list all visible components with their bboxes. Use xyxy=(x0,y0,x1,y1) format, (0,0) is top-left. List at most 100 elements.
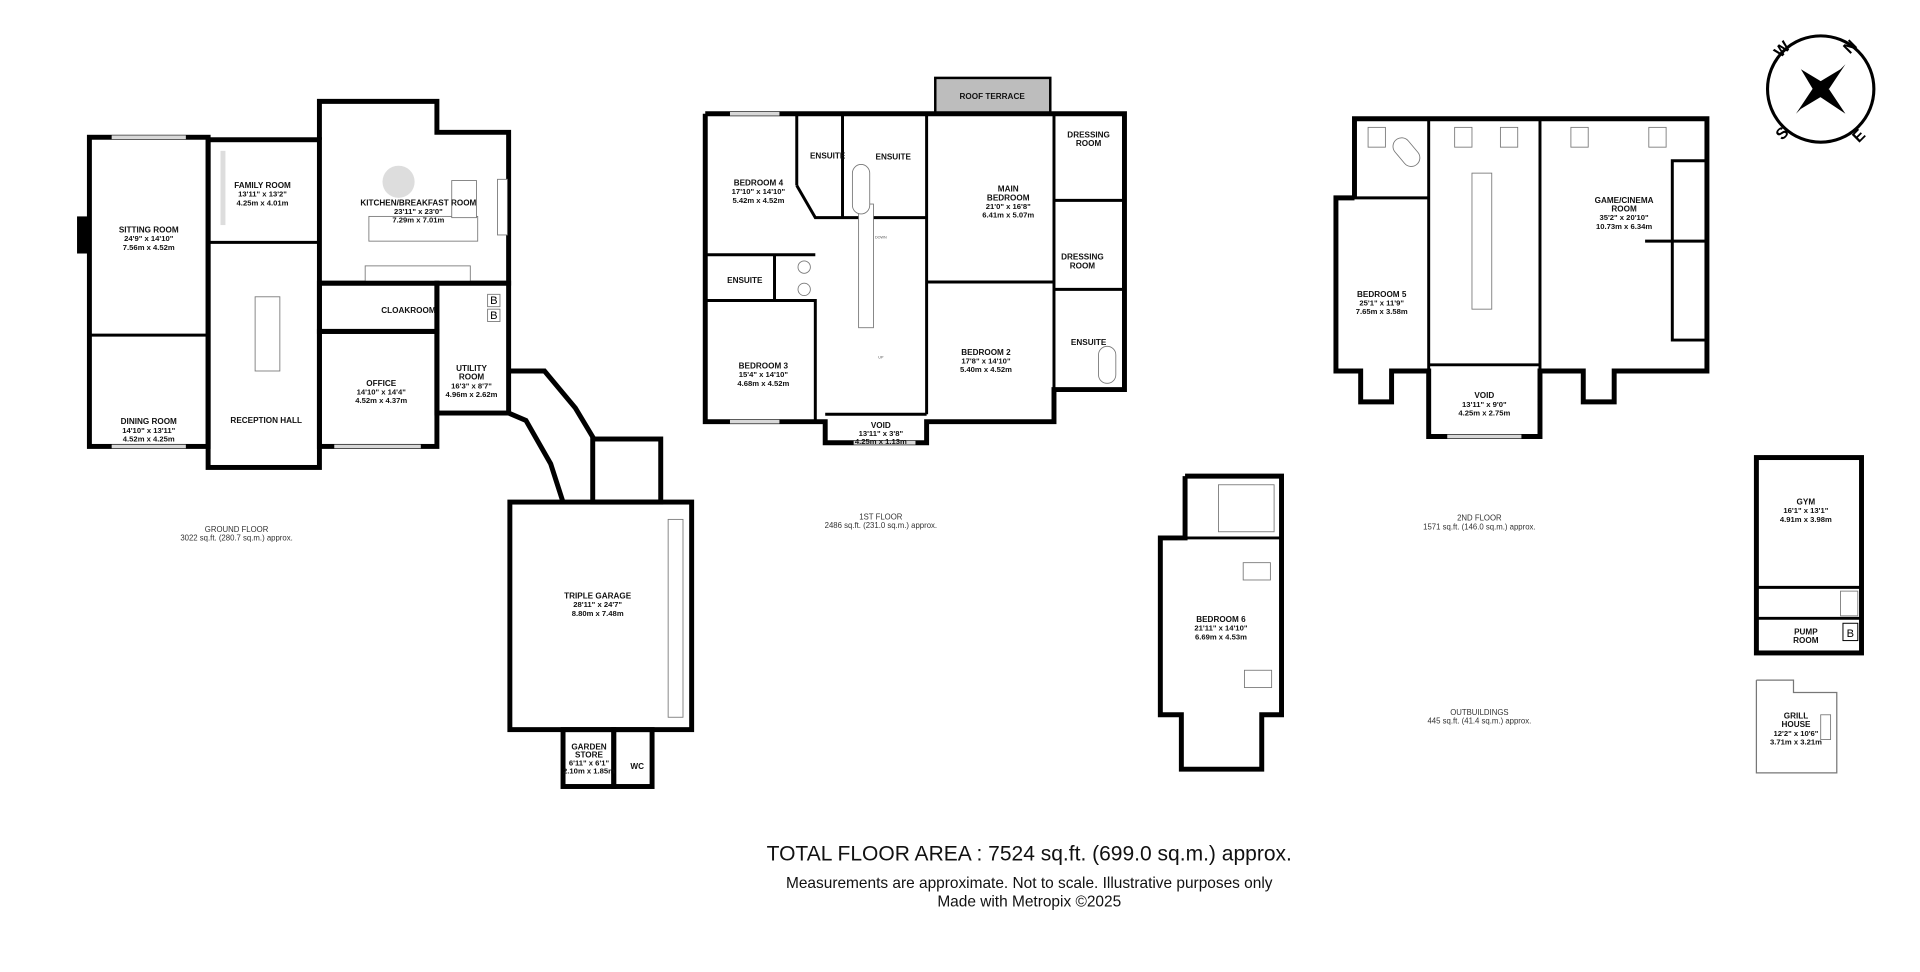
bath-icon xyxy=(851,164,871,215)
skylight-icon xyxy=(1243,669,1273,689)
room-name: FAMILY ROOM xyxy=(234,181,291,190)
room-imperial: 25'1" x 11'9" xyxy=(1359,298,1404,307)
room-imperial: 13'11" x 13'2" xyxy=(238,190,287,199)
room-name: PUMP xyxy=(1794,627,1818,636)
room-name: DINING ROOM xyxy=(121,417,177,426)
room-imperial: 24'9" x 14'10" xyxy=(124,234,174,243)
floor-label: 2ND FLOOR xyxy=(1457,514,1502,523)
compass-south: S xyxy=(1772,123,1793,144)
floor-label: GROUND FLOOR xyxy=(205,525,269,534)
room-name: GRILL xyxy=(1784,711,1808,720)
room-metric: 5.40m x 4.52m xyxy=(960,365,1012,374)
room-metric: 7.56m x 4.52m xyxy=(123,243,175,252)
room-imperial: 35'2" x 20'10" xyxy=(1599,213,1649,222)
room-metric: 5.42m x 4.52m xyxy=(732,196,784,205)
room-metric: 8.80m x 7.48m xyxy=(572,609,624,618)
room-name: HOUSE xyxy=(1781,720,1811,729)
room-metric: 6.41m x 5.07m xyxy=(982,211,1034,220)
room-imperial: 16'3" x 8'7" xyxy=(451,381,492,390)
boiler-mark: B xyxy=(490,295,497,307)
room-metric: 4.52m x 4.37m xyxy=(355,396,407,405)
room-metric: 4.25m x 1.13m xyxy=(855,437,907,446)
room-name: WC xyxy=(630,762,644,771)
room-imperial: 13'11" x 3'8" xyxy=(859,429,904,438)
room-name: KITCHEN/BREAKFAST ROOM xyxy=(360,198,476,207)
room-metric: 4.25m x 4.01m xyxy=(237,198,289,207)
floor-area: 1571 sq.ft. (146.0 sq.m.) approx. xyxy=(1423,522,1535,531)
room-name: MAIN xyxy=(998,185,1019,194)
room-imperial: 21'0" x 16'8" xyxy=(986,202,1031,211)
staircase-icon xyxy=(858,203,874,329)
svg-text:BEDROOM 315'4" x 14'10"4.68m: BEDROOM 315'4" x 14'10"4.68m x 4.52m xyxy=(737,362,789,388)
room-metric: 4.91m x 3.98m xyxy=(1780,515,1832,524)
room-name: SITTING ROOM xyxy=(119,225,179,234)
room-name: ROOF TERRACE xyxy=(960,92,1026,101)
floor-area: 2486 sq.ft. (231.0 sq.m.) approx. xyxy=(825,521,937,530)
room-name: ENSUITE xyxy=(876,153,912,162)
room-metric: 2.10m x 1.85m xyxy=(563,767,615,776)
room-name: BEDROOM 2 xyxy=(961,348,1011,357)
room-imperial: 6'11" x 6'1" xyxy=(569,758,610,767)
room-metric: 10.73m x 6.34m xyxy=(1596,222,1652,231)
room-metric: 4.25m x 2.75m xyxy=(1458,409,1510,418)
room-name: GARDEN xyxy=(571,742,606,751)
room-metric: 4.68m x 4.52m xyxy=(737,379,789,388)
room-name: BEDROOM 6 xyxy=(1196,615,1246,624)
bath-icon xyxy=(1392,137,1421,167)
skylight-icon xyxy=(1648,126,1667,148)
skylight-icon xyxy=(1367,126,1386,148)
svg-text:BEDROOM 417'10" x 14'10"5.42m: BEDROOM 417'10" x 14'10"5.42m x 4.52m xyxy=(732,178,786,204)
dining-table-icon xyxy=(382,165,415,198)
room-name: ROOM xyxy=(1793,636,1819,645)
room-metric: 3.71m x 3.21m xyxy=(1770,737,1822,746)
boiler-mark: B xyxy=(490,310,497,322)
room-imperial: 17'8" x 14'10" xyxy=(961,357,1011,366)
staircase-icon xyxy=(1218,484,1275,533)
room-metric: 4.96m x 2.62m xyxy=(446,390,498,399)
room-imperial: 16'1" x 13'1" xyxy=(1783,506,1828,515)
room-imperial: 14'10" x 14'4" xyxy=(357,387,407,396)
room-name: ROOM xyxy=(459,373,485,382)
disclaimer: Measurements are approximate. Not to sca… xyxy=(786,875,1273,892)
skylight-icon xyxy=(1570,126,1589,148)
room-imperial: 14'10" x 13'11" xyxy=(122,426,175,435)
floor-area: 3022 sq.ft. (280.7 sq.m.) approx. xyxy=(180,533,292,542)
room-name: ROOM xyxy=(1070,261,1096,270)
svg-text:BEDROOM 217'8" x 14'10"5.40m: BEDROOM 217'8" x 14'10"5.40m x 4.52m xyxy=(960,348,1012,374)
svg-text:BEDROOM 621'11" x 14'10"6.69: BEDROOM 621'11" x 14'10"6.69m x 4.53m xyxy=(1194,615,1247,641)
room-imperial: 17'10" x 14'10" xyxy=(732,187,786,196)
room-metric: 4.52m x 4.25m xyxy=(123,434,175,443)
room-name: OFFICE xyxy=(366,379,396,388)
room-name: CLOAKROOM xyxy=(381,306,436,315)
room-metric: 7.29m x 7.01m xyxy=(392,216,444,225)
room-name: ENSUITE xyxy=(810,151,846,160)
room-name: GYM xyxy=(1797,498,1816,507)
svg-text:BEDROOM 525'1" x 11'9"7.65m: BEDROOM 525'1" x 11'9"7.65m x 3.58m xyxy=(1356,290,1408,316)
room-name: BEDROOM 4 xyxy=(734,178,784,187)
room-imperial: 12'2" x 10'6" xyxy=(1773,729,1818,738)
room-name: ENSUITE xyxy=(1071,338,1107,347)
room-name: GAME/CINEMA xyxy=(1595,196,1654,205)
room-imperial: 28'11" x 24'7" xyxy=(573,600,622,609)
room-name: BEDROOM xyxy=(987,193,1030,202)
staircase-icon xyxy=(1471,172,1493,310)
